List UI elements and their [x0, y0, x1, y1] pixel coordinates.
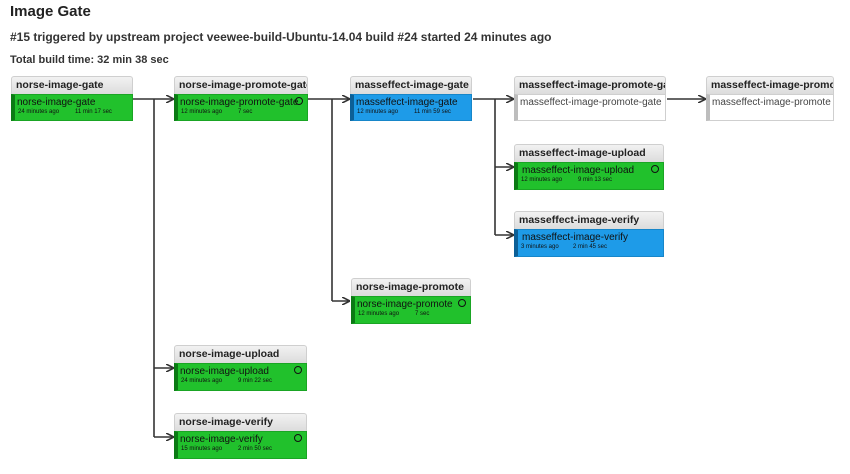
total-build-time: Total build time: 32 min 38 sec [10, 54, 169, 66]
job-masseffect-image-upload[interactable]: masseffect-image-upload masseffect-image… [514, 144, 664, 190]
build-card[interactable]: masseffect-image-gate 12 minutes ago 11 … [350, 94, 472, 121]
build-link[interactable]: norse-image-verify [180, 434, 263, 445]
build-card[interactable]: norse-image-upload 24 minutes ago 9 min … [174, 363, 307, 391]
job-title[interactable]: norse-image-upload [174, 345, 307, 363]
job-title[interactable]: norse-image-gate [11, 76, 133, 94]
job-masseffect-image-verify[interactable]: masseffect-image-verify masseffect-image… [514, 211, 664, 257]
job-norse-image-gate[interactable]: norse-image-gate norse-image-gate 24 min… [11, 76, 133, 121]
build-card[interactable]: norse-image-promote-gate 12 minutes ago … [174, 94, 308, 121]
build-started: 12 minutes ago [357, 109, 399, 115]
rerun-icon[interactable] [294, 366, 302, 374]
trigger-info: #15 triggered by upstream project veewee… [10, 30, 552, 44]
rerun-icon[interactable] [295, 97, 303, 105]
job-title[interactable]: masseffect-image-verify [514, 211, 664, 229]
build-started: 12 minutes ago [358, 311, 400, 317]
build-link[interactable]: norse-image-upload [180, 366, 269, 377]
build-link[interactable]: norse-image-gate [17, 97, 96, 108]
job-norse-image-promote[interactable]: norse-image-promote norse-image-promote … [351, 278, 471, 324]
build-card[interactable]: norse-image-promote 12 minutes ago 7 sec [351, 296, 471, 324]
build-card[interactable]: norse-image-verify 15 minutes ago 2 min … [174, 431, 307, 459]
job-masseffect-image-gate[interactable]: masseffect-image-gate masseffect-image-g… [350, 76, 472, 121]
build-link[interactable]: masseffect-image-promote-gate [520, 97, 662, 108]
rerun-icon[interactable] [458, 299, 466, 307]
build-duration: 7 sec [238, 109, 253, 115]
build-link[interactable]: masseffect-image-promote [712, 97, 831, 108]
build-duration: 2 min 50 sec [238, 446, 273, 452]
build-started: 3 minutes ago [521, 244, 559, 250]
build-card[interactable]: norse-image-gate 24 minutes ago 11 min 1… [11, 94, 133, 121]
build-duration: 11 min 17 sec [75, 109, 112, 115]
build-started: 24 minutes ago [181, 378, 223, 384]
job-title[interactable]: norse-image-verify [174, 413, 307, 431]
job-title[interactable]: norse-image-promote-gate [174, 76, 308, 94]
build-link[interactable]: masseffect-image-gate [356, 97, 458, 108]
job-norse-image-verify[interactable]: norse-image-verify norse-image-verify 15… [174, 413, 307, 459]
rerun-icon[interactable] [651, 165, 659, 173]
job-masseffect-image-promote-gate[interactable]: masseffect-image-promote-gate masseffect… [514, 76, 666, 121]
job-title[interactable]: masseffect-image-promote [706, 76, 834, 94]
build-duration: 11 min 59 sec [414, 109, 451, 115]
build-started: 12 minutes ago [521, 177, 563, 183]
job-title[interactable]: masseffect-image-gate [350, 76, 472, 94]
build-started: 24 minutes ago [18, 109, 60, 115]
job-title[interactable]: norse-image-promote [351, 278, 471, 296]
rerun-icon[interactable] [294, 434, 302, 442]
build-card[interactable]: masseffect-image-promote [706, 94, 834, 121]
build-link[interactable]: masseffect-image-upload [522, 165, 635, 176]
build-link[interactable]: norse-image-promote-gate [180, 97, 299, 108]
job-norse-image-upload[interactable]: norse-image-upload norse-image-upload 24… [174, 345, 307, 391]
build-link[interactable]: masseffect-image-verify [522, 232, 628, 243]
build-card[interactable]: masseffect-image-promote-gate [514, 94, 666, 121]
build-card[interactable]: masseffect-image-verify 3 minutes ago 2 … [514, 229, 664, 257]
build-started: 12 minutes ago [181, 109, 223, 115]
job-title[interactable]: masseffect-image-upload [514, 144, 664, 162]
build-started: 15 minutes ago [181, 446, 223, 452]
build-card[interactable]: masseffect-image-upload 12 minutes ago 9… [514, 162, 664, 190]
build-duration: 9 min 22 sec [238, 378, 273, 384]
build-duration: 9 min 13 sec [578, 177, 613, 183]
page-title: Image Gate [10, 3, 91, 20]
build-duration: 7 sec [415, 311, 430, 317]
build-duration: 2 min 45 sec [573, 244, 608, 250]
build-link[interactable]: norse-image-promote [357, 299, 453, 310]
job-masseffect-image-promote[interactable]: masseffect-image-promote masseffect-imag… [706, 76, 834, 121]
job-title[interactable]: masseffect-image-promote-gate [514, 76, 666, 94]
job-norse-image-promote-gate[interactable]: norse-image-promote-gate norse-image-pro… [174, 76, 308, 121]
